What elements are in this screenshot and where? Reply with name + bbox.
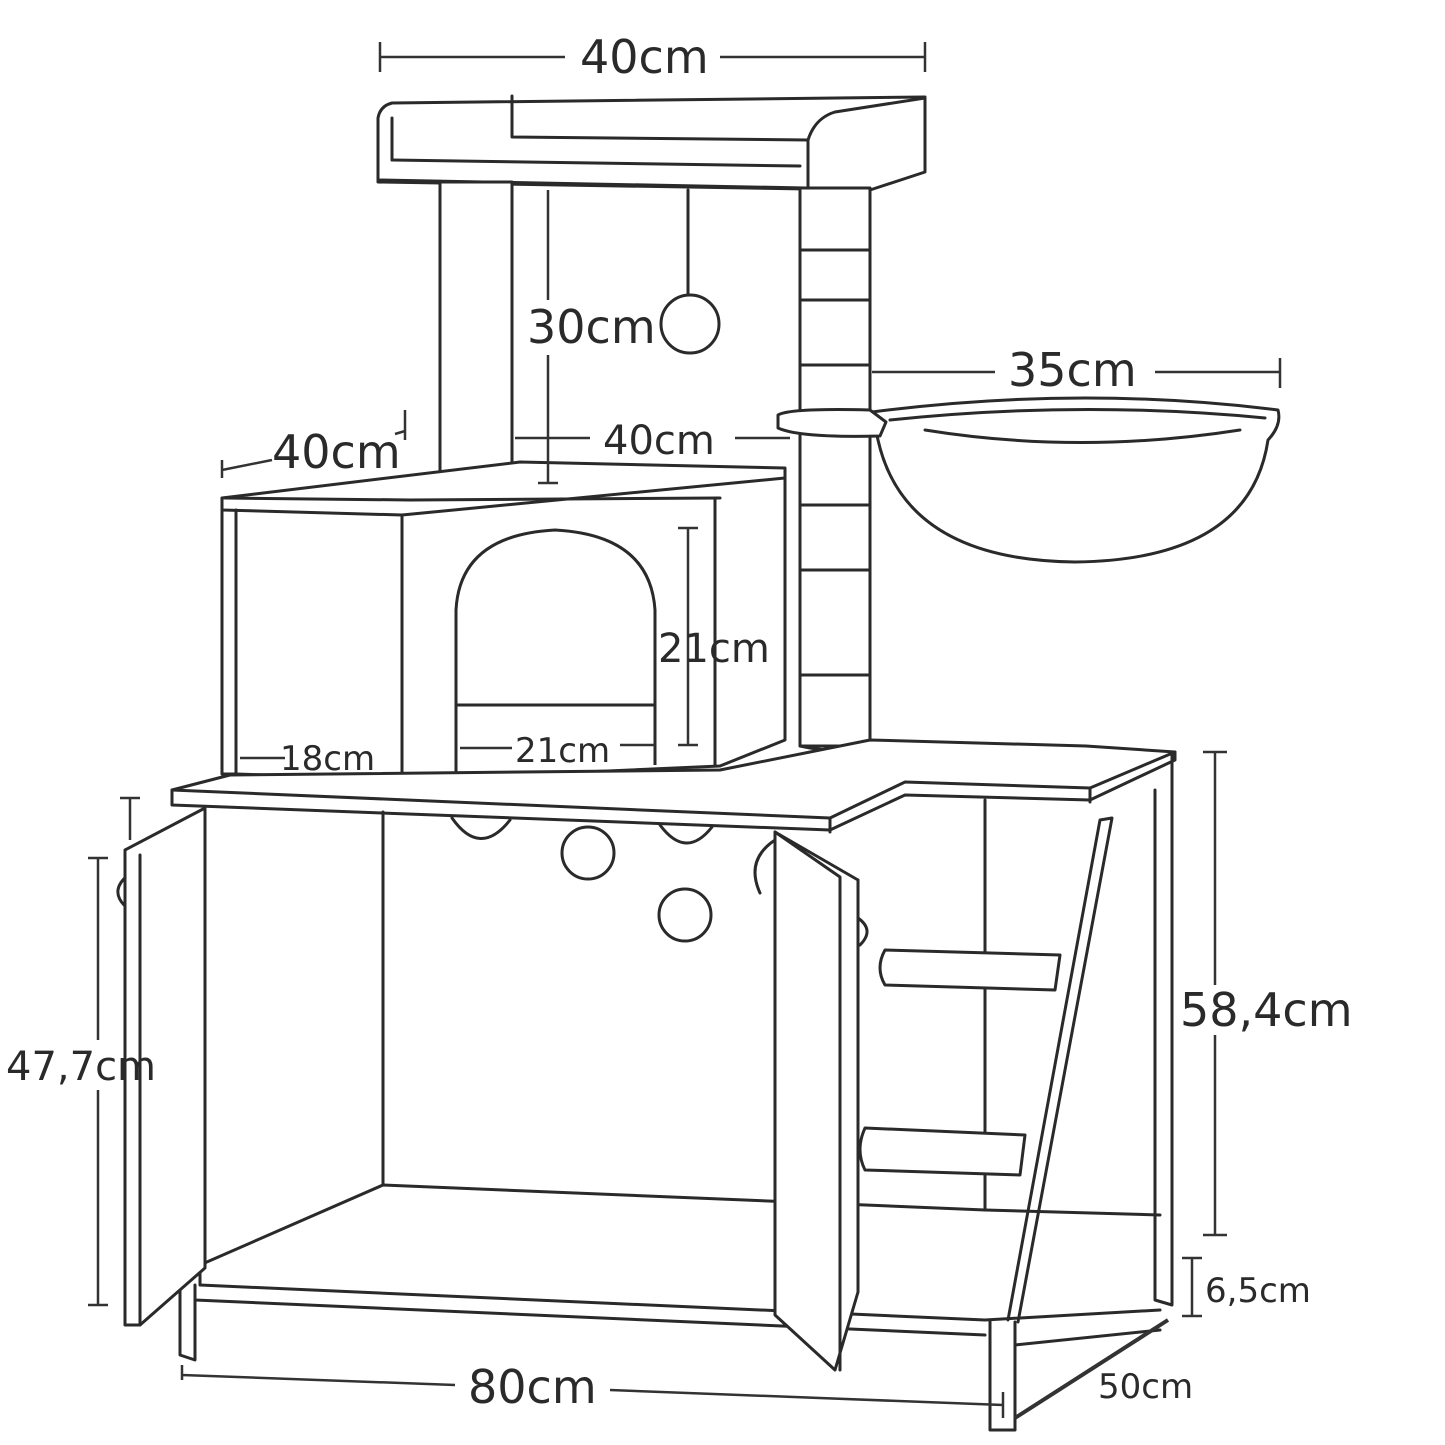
label-hammock-diameter: 35cm [1008,343,1137,397]
cabinet [116,738,1177,1432]
label-door-height: 21cm [658,626,770,672]
top-platform [376,94,927,192]
label-post-height: 30cm [527,300,656,354]
dimension-labels: 40cm 30cm 35cm 40cm 40cm 21cm 21cm 18cm … [6,30,1353,1414]
label-side-depth: 18cm [280,739,375,779]
dimension-lines [88,42,1282,1420]
label-leg-height: 6,5cm [1205,1271,1311,1311]
label-top-width: 40cm [580,30,709,84]
label-right-height: 58,4cm [1180,983,1353,1037]
cat-house [220,460,787,782]
label-total-depth: 50cm [1098,1367,1193,1407]
label-house-width: 40cm [603,418,715,464]
label-total-width: 80cm [468,1360,597,1414]
label-door-width: 21cm [515,731,610,771]
hammock [776,396,1281,564]
label-cabinet-height: 47,7cm [6,1044,156,1090]
label-house-depth: 40cm [272,425,401,479]
